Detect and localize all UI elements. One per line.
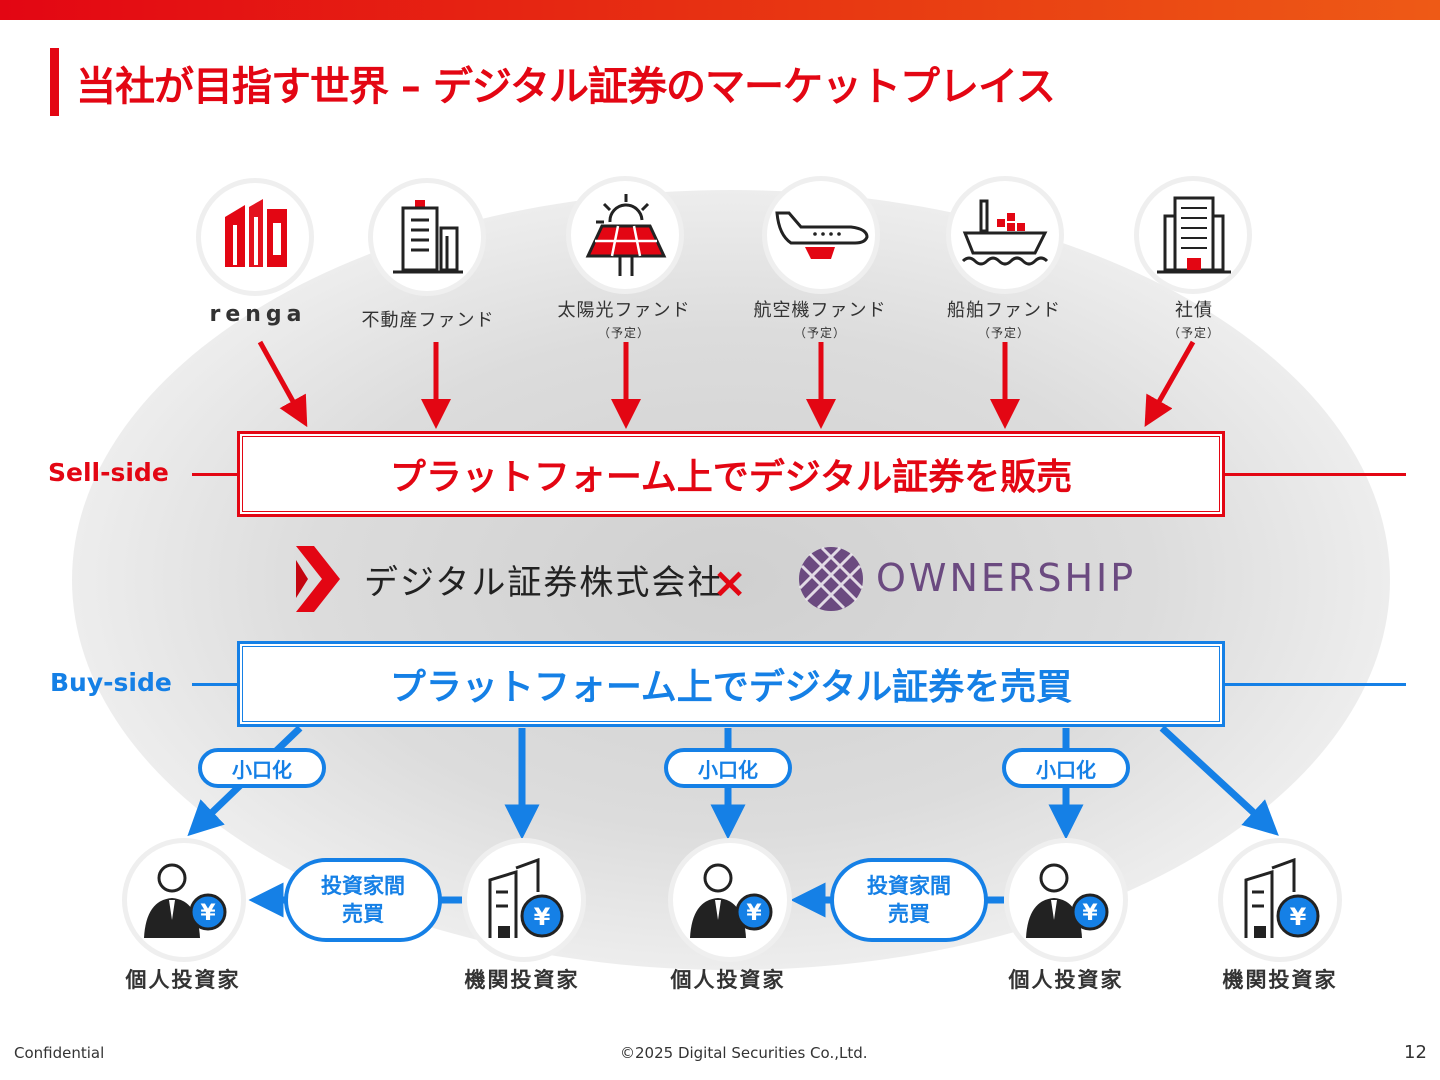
institutional-investor-icon: ¥ [488, 858, 564, 938]
partner-name: OWNERSHIP [876, 556, 1137, 600]
secondary-trade-line1: 投資家間 [867, 874, 951, 898]
digital-securities-logo-icon [296, 546, 340, 612]
svg-text:¥: ¥ [1082, 901, 1098, 926]
secondary-trade-line2: 売買 [342, 902, 384, 926]
retail-investor-circle-1: ¥ [122, 838, 246, 962]
secondary-trade-line1: 投資家間 [321, 874, 405, 898]
office-tower-icon [1157, 196, 1231, 274]
retail-investor-icon: ¥ [144, 863, 227, 938]
investor-label-2: 機関投資家 [464, 968, 580, 992]
fractionalize-pill-3: 小口化 [1002, 748, 1130, 788]
ownership-globe-icon [798, 546, 864, 611]
retail-investor-icon: ¥ [1026, 863, 1109, 938]
investor-label-5: 機関投資家 [1222, 968, 1338, 992]
fractionalize-pill-1: 小口化 [198, 748, 326, 788]
institutional-investor-circle-1: ¥ [462, 838, 586, 962]
building-icon [393, 200, 463, 274]
sell-side-line-right [1224, 473, 1406, 476]
sell-side-label: Sell-side [48, 458, 169, 487]
top-accent-bar [0, 0, 1440, 20]
retail-investor-icon: ¥ [690, 863, 773, 938]
sell-side-line-left [192, 473, 238, 476]
investor-label-4: 個人投資家 [1008, 968, 1124, 992]
svg-text:¥: ¥ [200, 901, 216, 926]
source-label-renga: renga [209, 302, 307, 327]
retail-investor-circle-2: ¥ [668, 838, 792, 962]
bond-circle [1134, 176, 1252, 294]
airplane-icon [775, 211, 869, 259]
footer-copyright: ©2025 Digital Securities Co.,Ltd. [620, 1044, 868, 1062]
institutional-investor-circle-2: ¥ [1218, 838, 1342, 962]
source-label-bond: 社債（予定） [1167, 300, 1221, 340]
company-name: デジタル証券株式会社 [364, 563, 724, 603]
renga-logo-circle [196, 178, 314, 296]
partnership-cross: × [712, 558, 748, 607]
svg-text:¥: ¥ [534, 903, 551, 931]
solar-panel-icon [585, 194, 667, 276]
investor-label-3: 個人投資家 [670, 968, 786, 992]
buy-side-line-right [1224, 683, 1406, 686]
svg-text:¥: ¥ [1290, 903, 1307, 931]
ship-circle [946, 176, 1064, 294]
solar-circle [566, 176, 684, 294]
arrow-to-institution-2 [1159, 725, 1279, 836]
sell-side-box: プラットフォーム上でデジタル証券を販売 [237, 431, 1225, 517]
arrow-renga [257, 340, 308, 428]
renga-logo-icon [225, 199, 287, 267]
fractionalize-pill-2: 小口化 [664, 748, 792, 788]
institutional-investor-icon: ¥ [1244, 858, 1320, 938]
secondary-trade-pill-1: 投資家間 売買 [284, 858, 442, 942]
investor-label-1: 個人投資家 [125, 968, 241, 992]
footer-confidential: Confidential [14, 1044, 105, 1062]
source-label-aircraft: 航空機ファンド（予定） [753, 300, 887, 340]
ship-icon [961, 199, 1049, 266]
buy-side-label: Buy-side [50, 668, 172, 697]
page-title: 当社が目指す世界 – デジタル証券のマーケットプレイス [76, 64, 1056, 110]
retail-investor-circle-3: ¥ [1004, 838, 1128, 962]
buy-side-box: プラットフォーム上でデジタル証券を売買 [237, 641, 1225, 727]
svg-text:¥: ¥ [746, 901, 762, 926]
source-label-real-estate: 不動産ファンド [361, 310, 495, 331]
source-label-solar: 太陽光ファンド（予定） [557, 300, 691, 340]
title-accent-bar [50, 48, 59, 116]
buy-side-line-left [192, 683, 238, 686]
aircraft-circle [762, 176, 880, 294]
secondary-trade-pill-2: 投資家間 売買 [830, 858, 988, 942]
arrow-bond [1144, 340, 1196, 428]
source-label-ship: 船舶ファンド（予定） [947, 300, 1061, 340]
page-number: 12 [1404, 1042, 1427, 1063]
real-estate-circle [368, 178, 486, 296]
secondary-trade-line2: 売買 [888, 902, 930, 926]
